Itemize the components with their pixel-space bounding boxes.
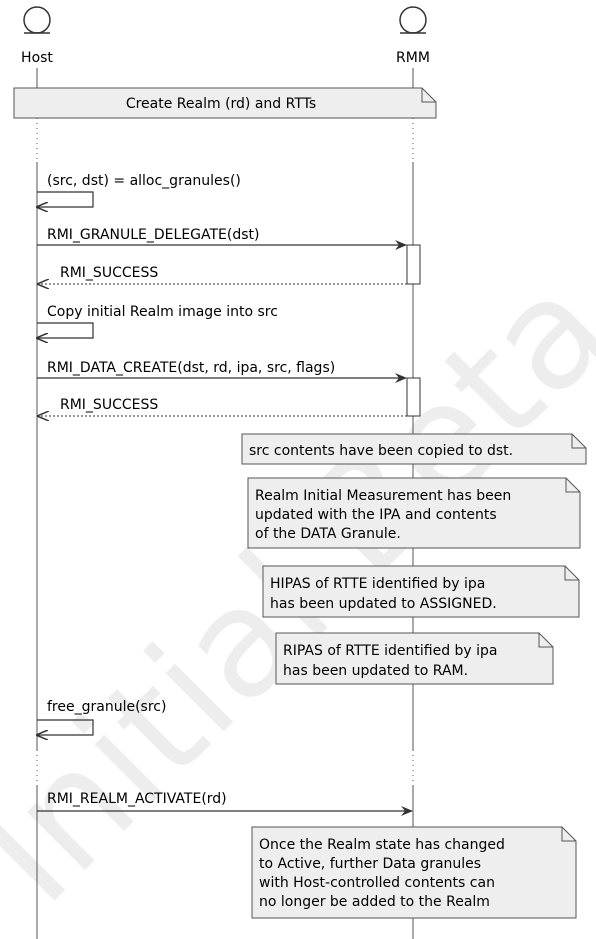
message-realm-activate: RMI_REALM_ACTIVATE(rd) (37, 791, 413, 816)
note-measurement-line: Realm Initial Measurement has been (255, 488, 511, 504)
message-copy-image: Copy initial Realm image into src (37, 304, 278, 338)
note-create-realm: Create Realm (rd) and RTTs (13, 87, 437, 119)
note-ripas-line: has been updated to RAM. (283, 663, 468, 679)
message-realm-activate-label: RMI_REALM_ACTIVATE(rd) (47, 791, 227, 807)
participant-host: Host (21, 6, 53, 66)
rmm-activation-box (406, 244, 421, 285)
note-measurement-line: of the DATA Granule. (255, 526, 401, 542)
message-success-2: RMI_SUCCESS (38, 397, 407, 416)
note-activate-line: with Host-controlled contents can (259, 875, 495, 891)
message-copy-label: Copy initial Realm image into src (47, 304, 278, 320)
rmm-activation-box (406, 377, 421, 417)
note-measurement-line: updated with the IPA and contents (255, 507, 497, 523)
note-ripas-line: RIPAS of RTTE identified by ipa (283, 643, 498, 659)
note-measurement: Realm Initial Measurement has been updat… (247, 477, 581, 549)
message-data-create-label: RMI_DATA_CREATE(dst, rd, ipa, src, flags… (47, 360, 335, 376)
note-ripas: RIPAS of RTTE identified by ipa has been… (275, 632, 554, 685)
note-activate: Once the Realm state has changed to Acti… (251, 826, 577, 919)
participant-host-label: Host (21, 50, 53, 66)
note-copied: src contents have been copied to dst. (241, 433, 587, 465)
note-activate-line: to Active, further Data granules (259, 856, 481, 872)
note-hipas: HIPAS of RTTE identified by ipa has been… (262, 565, 580, 618)
message-granule-delegate: RMI_GRANULE_DELEGATE(dst) (37, 227, 407, 250)
message-success-2-label: RMI_SUCCESS (60, 397, 158, 413)
message-alloc-granules: (src, dst) = alloc_granules() (37, 173, 241, 207)
message-data-create: RMI_DATA_CREATE(dst, rd, ipa, src, flags… (37, 360, 407, 383)
note-create-realm-text: Create Realm (rd) and RTTs (126, 96, 316, 112)
actor-host-icon (23, 6, 51, 34)
message-success-1: RMI_SUCCESS (38, 265, 407, 284)
message-free-granule: free_granule(src) (37, 699, 166, 735)
note-activate-line: no longer be added to the Realm (259, 894, 490, 910)
note-copied-text: src contents have been copied to dst. (249, 443, 513, 459)
participant-rmm-label: RMM (396, 50, 430, 66)
actor-rmm-icon (399, 6, 427, 34)
note-hipas-line: has been updated to ASSIGNED. (270, 596, 497, 612)
message-delegate-label: RMI_GRANULE_DELEGATE(dst) (47, 227, 260, 243)
message-success-1-label: RMI_SUCCESS (60, 265, 158, 281)
message-free-label: free_granule(src) (47, 699, 166, 715)
message-alloc-label: (src, dst) = alloc_granules() (47, 173, 241, 189)
note-hipas-line: HIPAS of RTTE identified by ipa (270, 576, 485, 592)
note-activate-line: Once the Realm state has changed (259, 837, 505, 853)
participant-rmm: RMM (396, 6, 430, 66)
